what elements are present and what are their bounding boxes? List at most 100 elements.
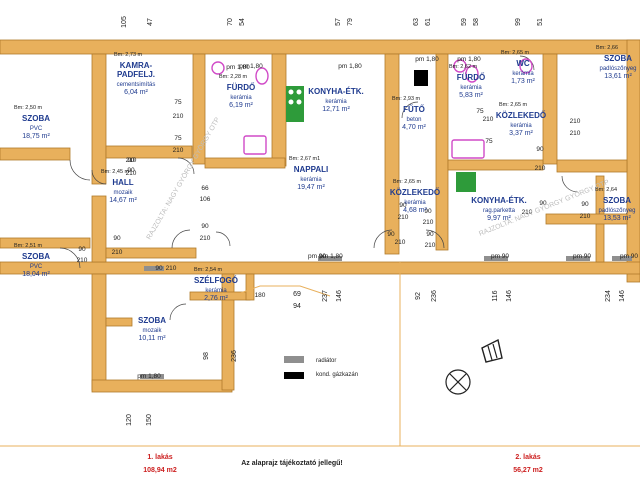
room-material: kerámia bbox=[460, 85, 482, 91]
disclaimer: Az alaprajz tájékoztató jellegű! bbox=[241, 460, 343, 467]
wall bbox=[245, 273, 255, 301]
room-height: Bm: 2,93 m bbox=[392, 96, 421, 102]
dimension-label: 210 bbox=[126, 170, 137, 177]
room-height: Bm: 2,50 m bbox=[14, 105, 43, 111]
wall bbox=[91, 53, 107, 185]
room-height: Bm: 2,65 m bbox=[501, 50, 530, 56]
dimension-label: pm 90 bbox=[491, 253, 509, 260]
stove-icon bbox=[286, 86, 304, 122]
door-swing bbox=[425, 229, 445, 249]
wall bbox=[204, 157, 286, 169]
room-height: Bm: 2,65 m bbox=[393, 179, 422, 185]
dimension-label: 59 bbox=[461, 18, 468, 26]
door-swing bbox=[177, 157, 195, 175]
room-height: Bm: 2,66 bbox=[596, 45, 618, 51]
room-name: PADFELJ. bbox=[117, 70, 155, 79]
dimension-label: 210 bbox=[580, 213, 591, 220]
wall-layer bbox=[0, 39, 640, 393]
room-height: Bm: 2,28 m bbox=[219, 74, 248, 80]
room-material: padlószőnyeg bbox=[599, 66, 636, 72]
door-swing bbox=[373, 229, 393, 249]
dimension-label: 210 bbox=[112, 249, 123, 256]
dimension-label: 58 bbox=[473, 18, 480, 26]
dimension-label: 210 bbox=[535, 165, 546, 172]
room-material: padlószőnyeg bbox=[598, 208, 635, 214]
toilet-icon bbox=[519, 58, 533, 74]
room-material: kerámia bbox=[205, 288, 227, 294]
dimension-label: pm 1,80 bbox=[319, 253, 343, 260]
north-arrow-icon bbox=[481, 338, 503, 363]
gas-meter-icon bbox=[449, 373, 467, 391]
dimension-label: 210 bbox=[570, 118, 581, 125]
room-name: KÖZLEKEDŐ bbox=[390, 188, 440, 197]
room-material: kerámia bbox=[404, 200, 426, 206]
room-area: 13,53 m² bbox=[603, 215, 631, 222]
dimension-label: 210 bbox=[173, 147, 184, 154]
room-material: PVC bbox=[30, 126, 43, 132]
door-layer bbox=[59, 55, 579, 321]
room-height: Bm: 2,51 m bbox=[14, 243, 43, 249]
dimension-label: 90 bbox=[78, 246, 86, 253]
room-height: Bm: 2,65 m bbox=[499, 102, 528, 108]
wall bbox=[556, 159, 628, 173]
legend-gas: kond. gázkazán bbox=[316, 372, 358, 378]
apt1-label: 1. lakás bbox=[147, 454, 172, 461]
dimension-label: 210 bbox=[483, 116, 494, 123]
dimension-label: 63 bbox=[413, 18, 420, 26]
dimension-label: 90 bbox=[539, 200, 547, 207]
dimension-label: 51 bbox=[537, 18, 544, 26]
dimension-label: 54 bbox=[239, 18, 246, 26]
room-area: 4,68 m² bbox=[403, 207, 427, 214]
boiler-icon bbox=[414, 70, 428, 86]
room-area: 4,70 m² bbox=[402, 124, 426, 131]
room-material: mozaik bbox=[142, 328, 162, 334]
room-height: Bm: 2,45 m bbox=[101, 169, 130, 175]
dimension-label: 66 bbox=[201, 185, 209, 192]
room-height: Bm: 2,67 m1 bbox=[289, 156, 320, 162]
dimension-label: 146 bbox=[506, 290, 513, 302]
room-name: SZÉLFOGÓ bbox=[194, 276, 238, 285]
dimension-label: 90 bbox=[155, 265, 163, 272]
room-material: rag.parketta bbox=[483, 208, 516, 214]
room-material: cementsimítás bbox=[117, 82, 156, 88]
dimension-label: 210 bbox=[77, 257, 88, 264]
dimension-label: pm 1,80 bbox=[226, 64, 250, 71]
door-swing bbox=[401, 101, 419, 119]
north-arrow-icon bbox=[487, 345, 493, 361]
wall bbox=[91, 379, 233, 393]
room-material: kerámia bbox=[300, 177, 322, 183]
wall bbox=[105, 317, 133, 327]
dimension-label: pm 1,80 bbox=[415, 56, 439, 63]
burner-icon bbox=[296, 89, 302, 95]
dimension-label: 146 bbox=[619, 290, 626, 302]
dimension-label: 116 bbox=[492, 290, 499, 301]
radiator-icon bbox=[144, 266, 164, 271]
door-swing bbox=[69, 159, 91, 181]
gas-meter-icon bbox=[445, 369, 471, 395]
room-area: 5,83 m² bbox=[459, 92, 483, 99]
dimension-label: pm 1,80 bbox=[457, 56, 481, 63]
dimension-label: 70 bbox=[227, 18, 234, 26]
watermark: RAJZOLTA: NAGY GYÖRGY GYÖRGY OTP bbox=[145, 116, 222, 241]
room-name: KÖZLEKEDŐ bbox=[496, 111, 546, 120]
room-name: HALL bbox=[112, 178, 133, 187]
room-name: SZOBA bbox=[22, 114, 50, 123]
wall bbox=[91, 273, 107, 391]
wall bbox=[271, 53, 287, 167]
sink-icon bbox=[453, 59, 467, 73]
room-area: 9,97 m² bbox=[487, 215, 511, 222]
wall bbox=[435, 53, 449, 251]
toilet-icon bbox=[255, 67, 269, 85]
dimension-label: 150 bbox=[146, 414, 153, 426]
dimension-label: 47 bbox=[147, 18, 154, 26]
dimension-label: 210 bbox=[570, 130, 581, 137]
room-height: Bm: 2,54 m bbox=[194, 267, 223, 273]
room-area: 12,71 m² bbox=[322, 106, 350, 113]
door-swing bbox=[171, 229, 191, 249]
room-area: 3,37 m² bbox=[509, 130, 533, 137]
room-name: KAMRA- bbox=[120, 61, 153, 70]
door-swing bbox=[561, 175, 579, 193]
door-swing bbox=[59, 247, 81, 269]
dimension-label: pm 1,80 bbox=[239, 63, 263, 70]
